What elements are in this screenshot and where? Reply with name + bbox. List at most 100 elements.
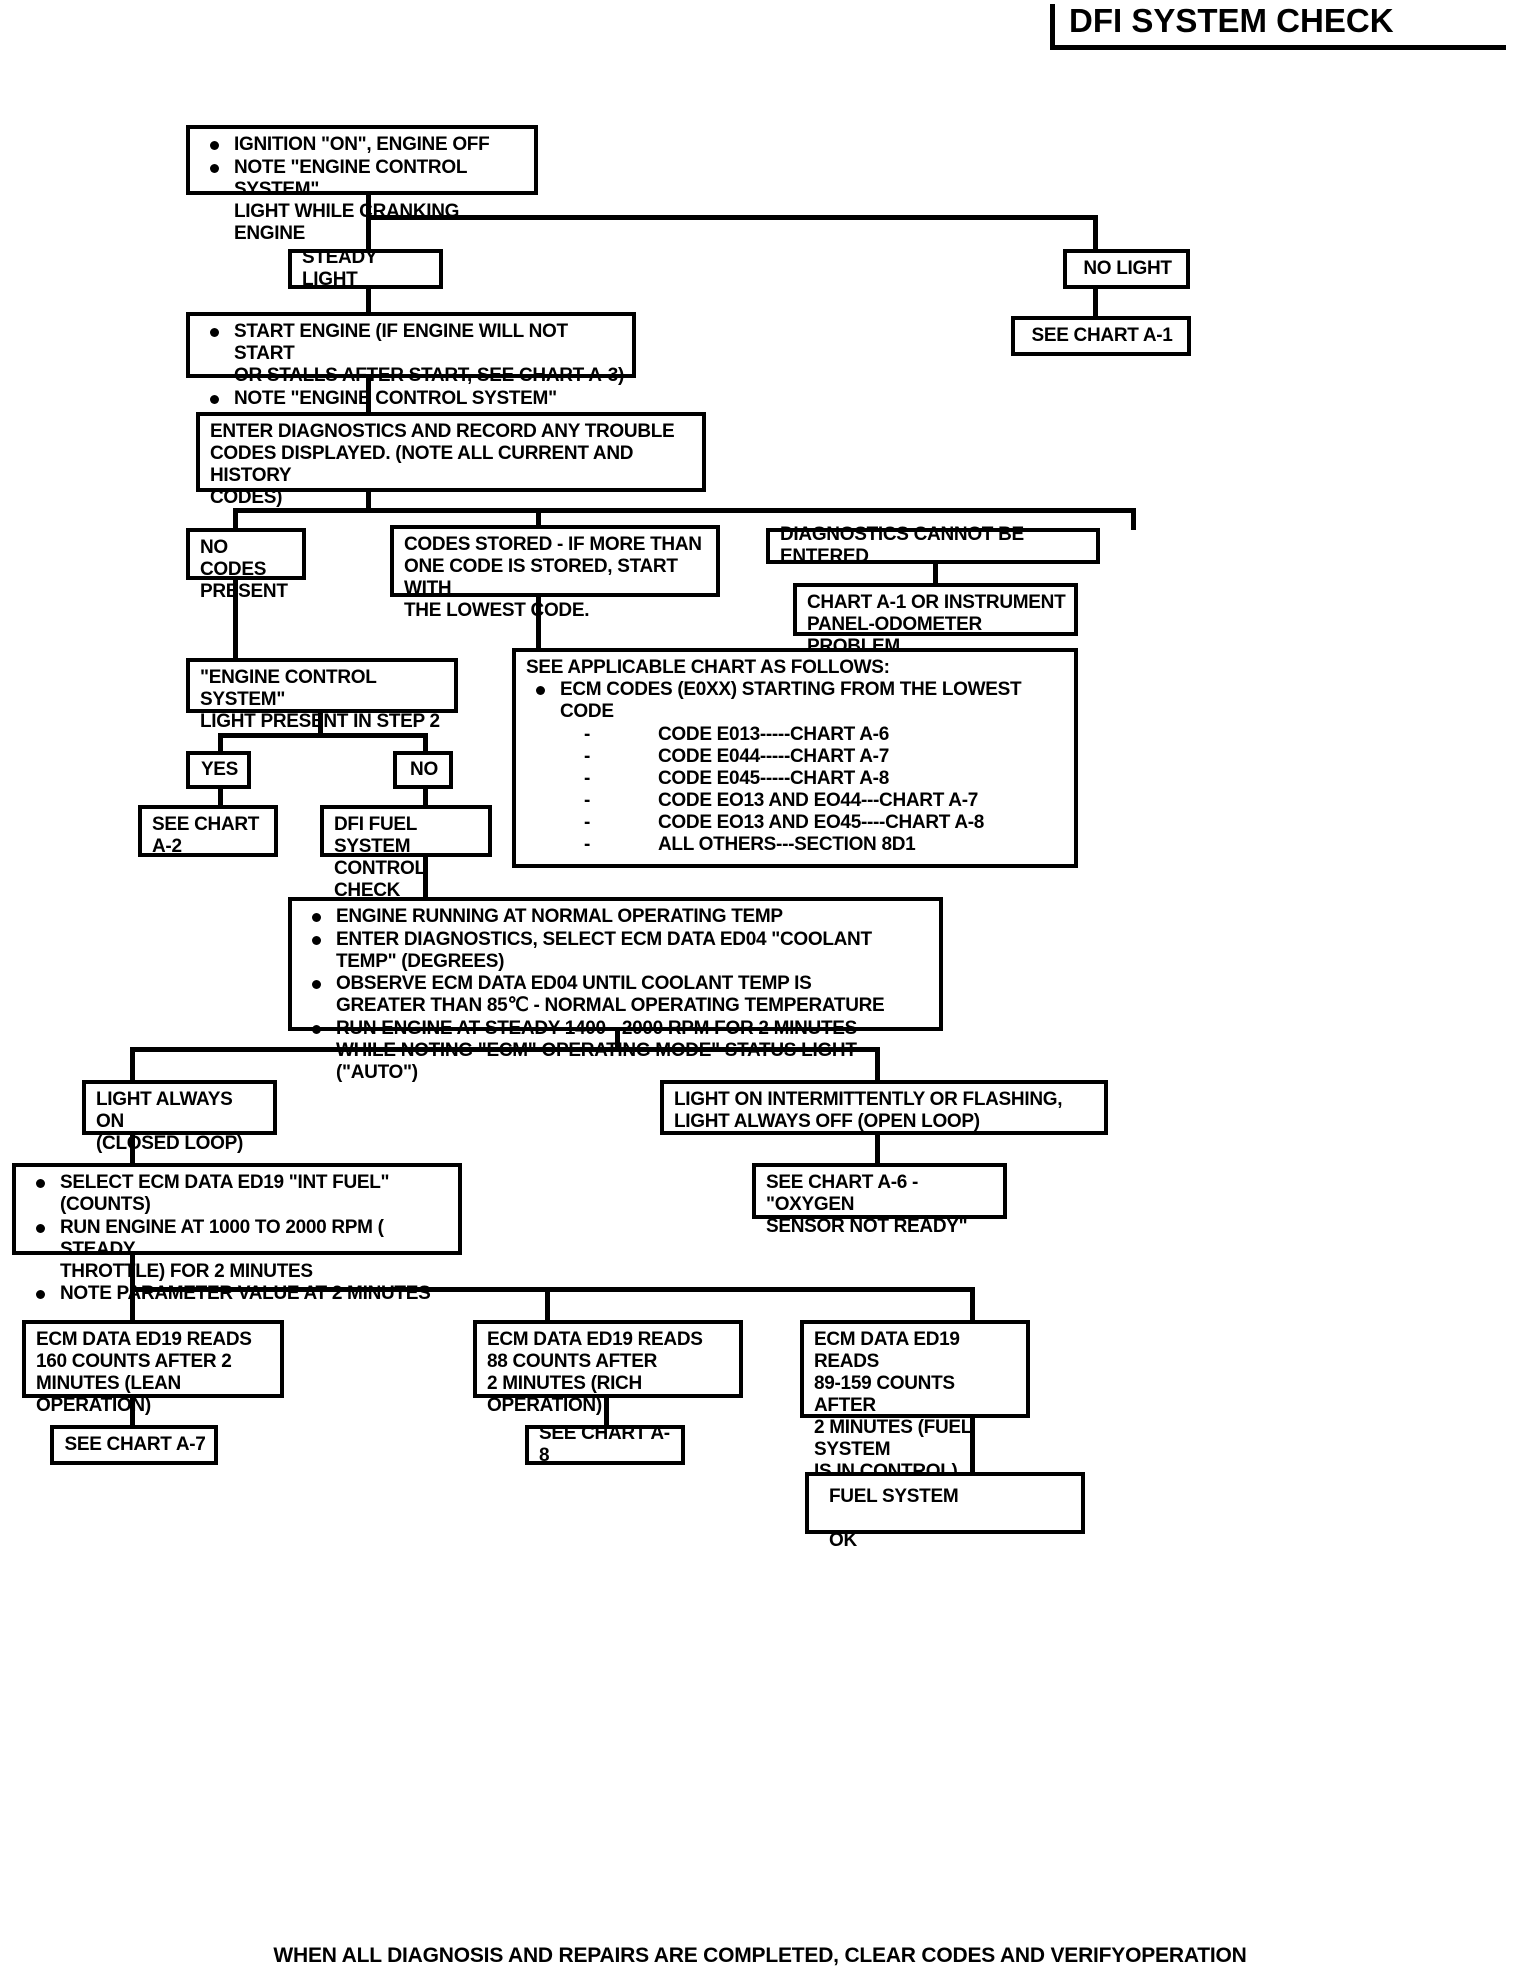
- connector: [130, 1287, 135, 1325]
- node-no: NO: [393, 751, 453, 789]
- connector: [130, 1133, 135, 1171]
- connector: [423, 733, 428, 753]
- node-ignition-on: IGNITION "ON", ENGINE OFF NOTE "ENGINE C…: [186, 125, 538, 244]
- node-chart-a1-or-instrument: CHART A-1 OR INSTRUMENT PANEL-ODOMETER P…: [793, 583, 1078, 657]
- list-item: SELECT ECM DATA ED19 "INT FUEL" (COUNTS): [26, 1172, 450, 1216]
- connector: [875, 1047, 880, 1082]
- connector: [218, 733, 223, 753]
- node-engine-running: ENGINE RUNNING AT NORMAL OPERATING TEMP …: [288, 897, 943, 1083]
- node-text: SEE CHART A-2: [152, 814, 260, 858]
- node-steady-light: STEADY LIGHT: [288, 246, 443, 290]
- node-text: LIGHT ALWAYS ON (CLOSED LOOP): [96, 1089, 244, 1155]
- connector: [1131, 508, 1136, 530]
- node-see-chart-a6-oxygen: SEE CHART A-6 - "OXYGEN SENSOR NOT READY…: [752, 1163, 1007, 1237]
- node-label: NO LIGHT: [1083, 257, 1172, 279]
- node-codes-stored: CODES STORED - IF MORE THAN ONE CODE IS …: [390, 525, 720, 621]
- applicable-chart-bullet: ECM CODES (E0XX) STARTING FROM THE LOWES…: [526, 679, 1066, 723]
- node-light-always-on: LIGHT ALWAYS ON (CLOSED LOOP): [82, 1080, 277, 1154]
- connector: [366, 195, 371, 217]
- list-item: ALL OTHERS---SECTION 8D1: [526, 834, 1066, 856]
- connector: [366, 376, 371, 414]
- list-item: ENTER DIAGNOSTICS, SELECT ECM DATA ED04 …: [302, 929, 931, 973]
- node-text: ECM DATA ED19 READS 160 COUNTS AFTER 2 M…: [36, 1329, 252, 1417]
- connector: [366, 215, 1098, 220]
- connector: [536, 508, 541, 530]
- node-label: SEE CHART A-8: [539, 1422, 670, 1466]
- connector: [130, 1396, 135, 1434]
- node-ed19-lean: ECM DATA ED19 READS 160 COUNTS AFTER 2 M…: [22, 1320, 284, 1416]
- connector: [218, 787, 223, 807]
- node-yes: YES: [186, 751, 251, 789]
- connector: [615, 1029, 620, 1051]
- connector: [130, 1047, 135, 1082]
- list-item: START ENGINE (IF ENGINE WILL NOT START O…: [200, 321, 624, 387]
- list-item: ENGINE RUNNING AT NORMAL OPERATING TEMP: [302, 906, 931, 928]
- title-rule: DFI SYSTEM CHECK: [1050, 2, 1506, 50]
- list-item: CODE E044-----CHART A-7: [526, 746, 1066, 768]
- connector: [130, 1047, 880, 1052]
- connector: [366, 287, 371, 314]
- node-see-chart-a8: SEE CHART A-8: [525, 1422, 685, 1466]
- list-item: IGNITION "ON", ENGINE OFF: [200, 134, 526, 156]
- node-text: SEE CHART A-6 - "OXYGEN SENSOR NOT READY…: [766, 1172, 968, 1238]
- connector: [130, 1287, 975, 1292]
- node-ecs-light-step2: "ENGINE CONTROL SYSTEM" LIGHT PRESENT IN…: [186, 658, 458, 732]
- ignition-bullet-list: IGNITION "ON", ENGINE OFF NOTE "ENGINE C…: [200, 134, 526, 245]
- node-ed19-rich: ECM DATA ED19 READS 88 COUNTS AFTER 2 MI…: [473, 1320, 743, 1416]
- connector: [545, 1287, 550, 1325]
- engine-running-bullet-list: ENGINE RUNNING AT NORMAL OPERATING TEMP …: [302, 906, 931, 1084]
- node-fuel-system-ok: FUEL SYSTEM OK: [805, 1472, 1085, 1551]
- node-label: YES: [200, 758, 239, 780]
- node-applicable-chart: SEE APPLICABLE CHART AS FOLLOWS: ECM COD…: [512, 648, 1078, 868]
- node-text: LIGHT ON INTERMITTENTLY OR FLASHING, LIG…: [674, 1089, 1063, 1133]
- node-light-intermittent: LIGHT ON INTERMITTENTLY OR FLASHING, LIG…: [660, 1080, 1108, 1135]
- list-item: ECM CODES (E0XX) STARTING FROM THE LOWES…: [526, 679, 1066, 723]
- node-text: CODES STORED - IF MORE THAN ONE CODE IS …: [404, 534, 702, 622]
- list-item: OBSERVE ECM DATA ED04 UNTIL COOLANT TEMP…: [302, 973, 931, 1017]
- applicable-chart-code-list: CODE E013-----CHART A-6 CODE E044-----CH…: [526, 724, 1066, 856]
- applicable-chart-heading: SEE APPLICABLE CHART AS FOLLOWS:: [526, 657, 890, 678]
- connector: [970, 1416, 975, 1478]
- node-text: ECM DATA ED19 READS 89-159 COUNTS AFTER …: [814, 1329, 972, 1482]
- connector: [218, 733, 428, 738]
- node-see-chart-a2: SEE CHART A-2: [138, 805, 278, 857]
- node-no-light: NO LIGHT: [1063, 249, 1190, 289]
- node-text: ENTER DIAGNOSTICS AND RECORD ANY TROUBLE…: [210, 421, 675, 509]
- connector: [318, 711, 323, 735]
- node-text: NO CODES PRESENT: [200, 537, 288, 603]
- connector: [933, 562, 938, 585]
- node-ed19-control: ECM DATA ED19 READS 89-159 COUNTS AFTER …: [800, 1320, 1030, 1482]
- connector: [875, 1133, 880, 1171]
- connector: [366, 490, 371, 512]
- list-item: CODE EO13 AND EO45----CHART A-8: [526, 812, 1066, 834]
- connector: [970, 1287, 975, 1325]
- node-select-ecm-data: SELECT ECM DATA ED19 "INT FUEL" (COUNTS)…: [12, 1163, 462, 1304]
- node-text: "ENGINE CONTROL SYSTEM" LIGHT PRESENT IN…: [200, 667, 440, 733]
- start-engine-bullet-list: START ENGINE (IF ENGINE WILL NOT START O…: [200, 321, 624, 432]
- list-item: NOTE "ENGINE CONTROL SYSTEM" LIGHT WHILE…: [200, 157, 526, 245]
- list-item: CODE E045-----CHART A-8: [526, 768, 1066, 790]
- node-no-codes-present: NO CODES PRESENT: [186, 528, 306, 602]
- node-text: FUEL SYSTEM OK: [829, 1486, 959, 1552]
- connector: [233, 508, 238, 530]
- connector: [1093, 287, 1098, 320]
- node-dfi-fuel-system-control-check: DFI FUEL SYSTEM CONTROL CHECK: [320, 805, 492, 901]
- node-start-engine: START ENGINE (IF ENGINE WILL NOT START O…: [186, 312, 636, 431]
- connector: [536, 595, 541, 651]
- node-label: SEE CHART A-7: [64, 1433, 206, 1455]
- node-see-chart-a1: SEE CHART A-1: [1011, 316, 1191, 356]
- footer-note: WHEN ALL DIAGNOSIS AND REPAIRS ARE COMPL…: [273, 1944, 1247, 1967]
- list-item: RUN ENGINE AT 1000 TO 2000 RPM ( STEADY …: [26, 1217, 450, 1283]
- node-text: DFI FUEL SYSTEM CONTROL CHECK: [334, 814, 426, 902]
- list-item: CODE E013-----CHART A-6: [526, 724, 1066, 746]
- node-text: ECM DATA ED19 READS 88 COUNTS AFTER 2 MI…: [487, 1329, 703, 1417]
- connector: [233, 508, 1136, 513]
- connector: [423, 787, 428, 807]
- connector: [1093, 215, 1098, 250]
- node-label: STEADY LIGHT: [302, 246, 377, 290]
- list-item: CODE EO13 AND EO44---CHART A-7: [526, 790, 1066, 812]
- connector: [604, 1396, 609, 1434]
- node-see-chart-a7: SEE CHART A-7: [50, 1425, 218, 1465]
- connector: [130, 1253, 135, 1291]
